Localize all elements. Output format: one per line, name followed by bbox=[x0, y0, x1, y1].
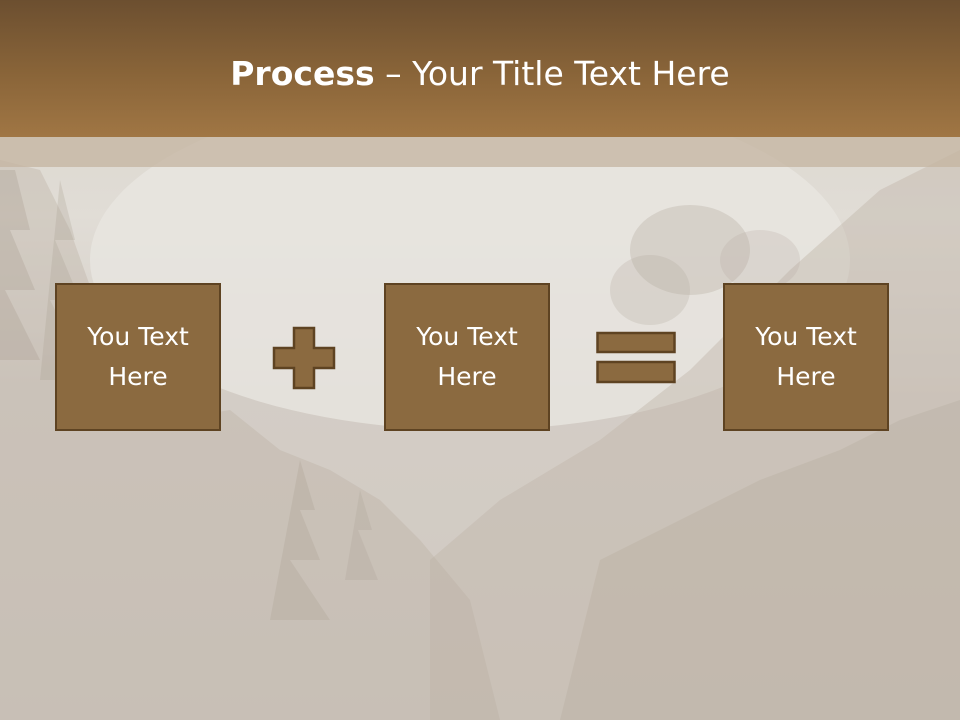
title-bar bbox=[0, 0, 960, 137]
text-box-2-label: You Text Here bbox=[416, 322, 518, 391]
text-box-1-label: You Text Here bbox=[87, 322, 189, 391]
text-box-3-label: You Text Here bbox=[755, 322, 857, 391]
title-bold-text: Process bbox=[230, 54, 375, 93]
title-text: Your Title Text Here bbox=[412, 54, 730, 93]
header-strip bbox=[0, 137, 960, 167]
plus-icon bbox=[272, 326, 336, 390]
text-box-3[interactable]: You Text Here bbox=[723, 283, 889, 431]
text-box-1[interactable]: You Text Here bbox=[55, 283, 221, 431]
slide-title: Process – Your Title Text Here bbox=[0, 52, 960, 96]
equals-icon bbox=[596, 331, 676, 384]
title-dash: – bbox=[374, 54, 413, 93]
text-box-2[interactable]: You Text Here bbox=[384, 283, 550, 431]
